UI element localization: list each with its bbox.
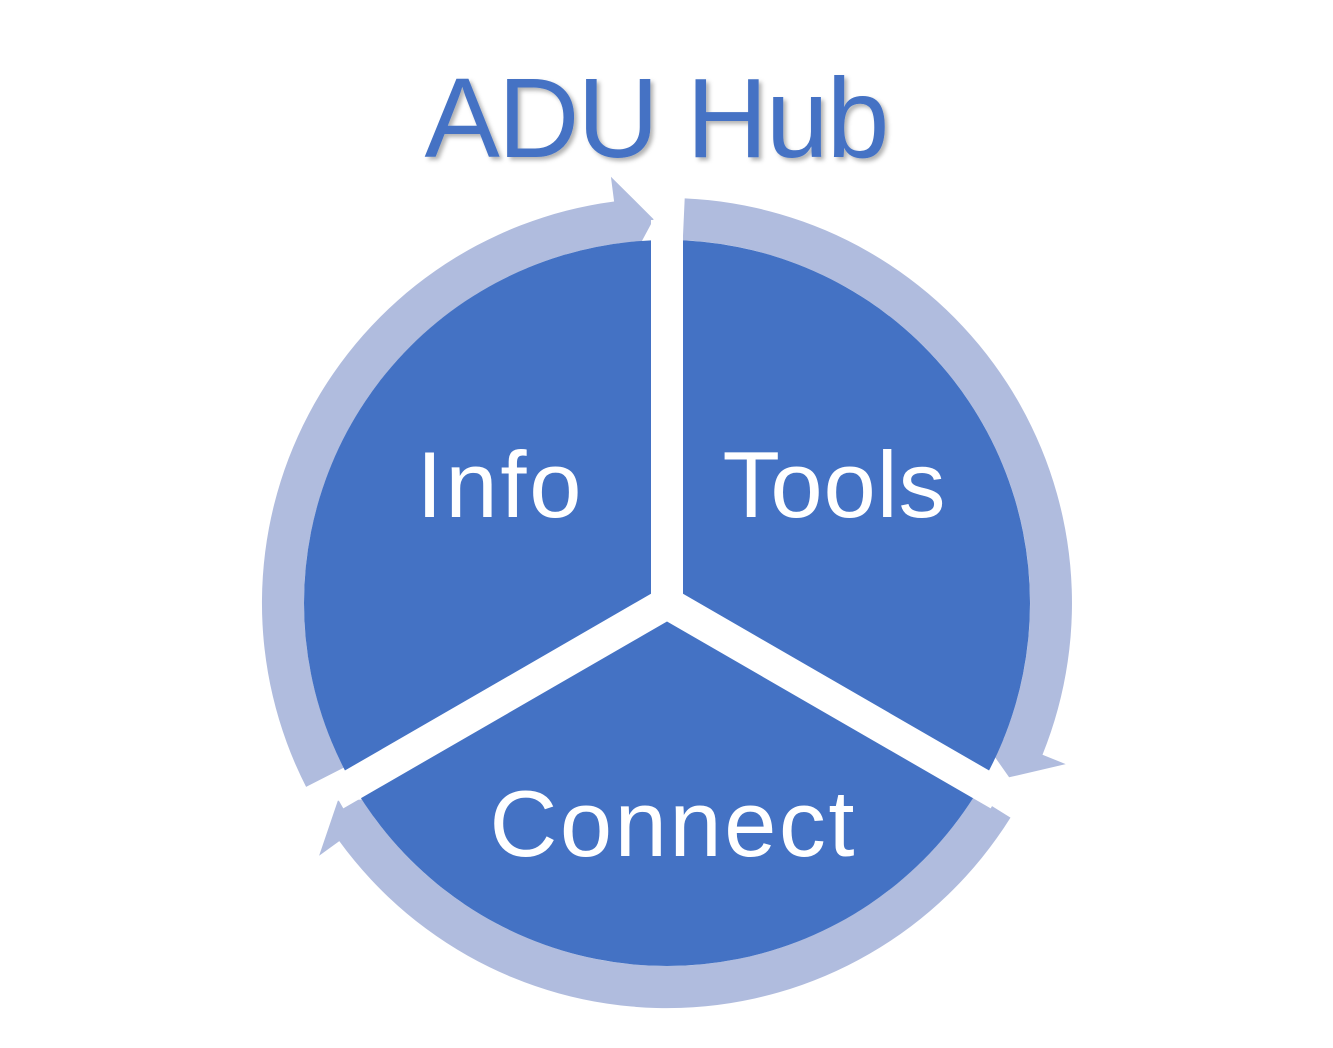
arrow-connect-to-info xyxy=(319,795,1011,1009)
diagram-title: ADU Hub xyxy=(425,55,890,181)
arrow-tools-to-connect xyxy=(682,198,1072,778)
segment-label-tools: Tools xyxy=(723,432,946,537)
segment-label-connect: Connect xyxy=(490,771,855,876)
arrow-info-to-tools xyxy=(261,176,654,787)
cycle-arrows xyxy=(261,176,1072,1009)
segment-dividers xyxy=(327,220,1007,809)
segment-divider xyxy=(659,589,1007,809)
segment-divider xyxy=(327,589,675,809)
